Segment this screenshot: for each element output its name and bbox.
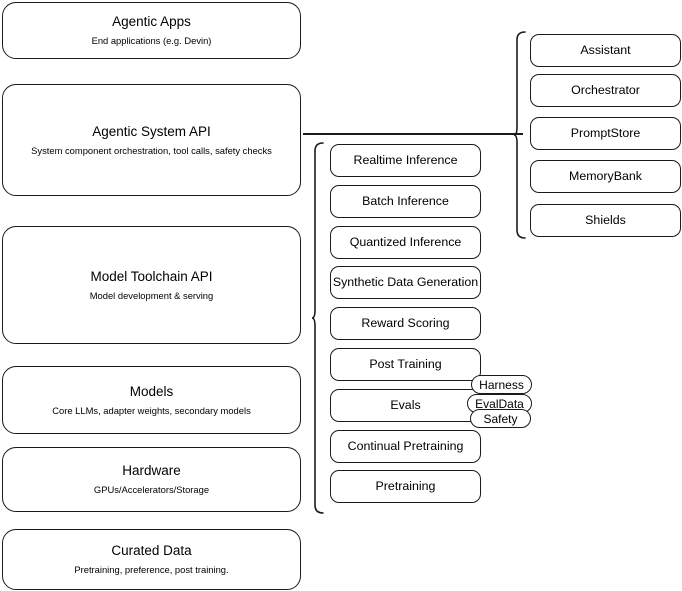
capability-box-evals[interactable]: Evals [330,389,481,422]
layer-title: Hardware [122,463,181,479]
layer-subtitle: System component orchestration, tool cal… [31,144,272,156]
layer-subtitle: Model development & serving [89,289,214,301]
stack-box-agentic-apps[interactable]: Agentic Apps End applications (e.g. Devi… [2,2,301,59]
layer-subtitle: GPUs/Accelerators/Storage [93,484,210,496]
stack-box-curated-data[interactable]: Curated Data Pretraining, preference, po… [2,529,301,590]
capability-label: Quantized Inference [349,235,462,250]
brace-toolchain-capabilities [311,141,324,515]
component-box-shields[interactable]: Shields [530,204,681,237]
capability-box-post-training[interactable]: Post Training [330,348,481,381]
capability-box-reward-scoring[interactable]: Reward Scoring [330,307,481,340]
component-box-promptstore[interactable]: PromptStore [530,117,681,150]
layer-title: Agentic System API [92,123,211,139]
capability-box-realtime-inference[interactable]: Realtime Inference [330,144,481,177]
capability-box-pretraining[interactable]: Pretraining [330,470,481,503]
connector-line-system-api [303,133,523,135]
capability-label: Realtime Inference [353,153,458,168]
capability-label: Post Training [369,357,442,372]
layer-title: Agentic Apps [112,14,191,30]
component-label: Assistant [580,43,631,58]
capability-box-continual-pretraining[interactable]: Continual Pretraining [330,430,481,463]
component-box-assistant[interactable]: Assistant [530,34,681,67]
capability-box-synthetic-data-generation[interactable]: Synthetic Data Generation [330,266,481,299]
layer-title: Curated Data [111,543,192,559]
eval-pill-label: Harness [479,377,524,392]
component-label: Orchestrator [571,83,640,98]
layer-title: Models [129,383,174,399]
layer-subtitle: Core LLMs, adapter weights, secondary mo… [52,404,251,416]
capability-label: Evals [390,398,421,413]
capability-label: Pretraining [375,479,436,494]
brace-system-components [513,30,526,240]
eval-pill-label: EvalData [475,396,524,411]
layer-subtitle: Pretraining, preference, post training. [74,564,229,576]
component-label: MemoryBank [569,169,642,184]
layer-subtitle: End applications (e.g. Devin) [91,35,212,47]
stack-box-hardware[interactable]: Hardware GPUs/Accelerators/Storage [2,447,301,512]
capability-box-batch-inference[interactable]: Batch Inference [330,185,481,218]
capability-label: Reward Scoring [361,316,450,331]
component-box-memorybank[interactable]: MemoryBank [530,160,681,193]
eval-pill-harness[interactable]: Harness [471,375,532,394]
component-label: PromptStore [570,126,641,141]
capability-label: Synthetic Data Generation [332,275,479,290]
stack-box-agentic-system-api[interactable]: Agentic System API System component orch… [2,84,301,196]
component-box-orchestrator[interactable]: Orchestrator [530,74,681,107]
eval-pill-safety[interactable]: Safety [470,409,531,428]
eval-pill-label: Safety [483,411,518,426]
capability-label: Batch Inference [362,194,449,209]
stack-box-models[interactable]: Models Core LLMs, adapter weights, secon… [2,366,301,434]
component-label: Shields [585,213,626,228]
capability-box-quantized-inference[interactable]: Quantized Inference [330,226,481,259]
capability-label: Continual Pretraining [347,439,464,454]
stack-box-model-toolchain-api[interactable]: Model Toolchain API Model development & … [2,226,301,344]
layer-title: Model Toolchain API [90,268,213,284]
